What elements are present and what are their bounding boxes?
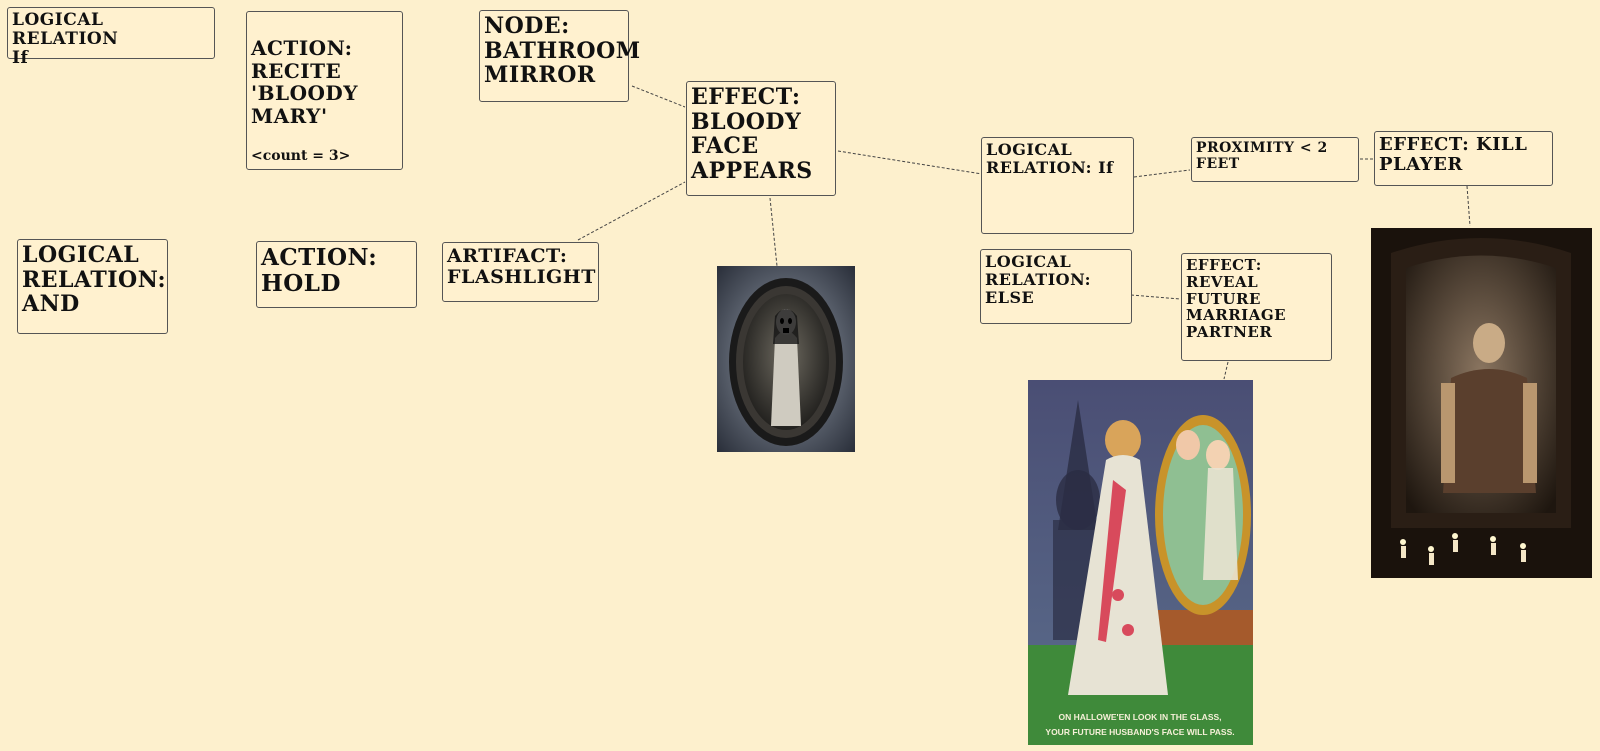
logical-relation-and[interactable]: LOGICAL RELATION: AND — [17, 239, 168, 334]
logical-relation-else[interactable]: LOGICAL RELATION: ELSE — [980, 249, 1132, 324]
effect-bloody-face-appears[interactable]: EFFECT: BLOODY FACE APPEARS — [686, 81, 836, 196]
postcard-caption-line2: YOUR FUTURE HUSBAND'S FACE WILL PASS. — [1045, 727, 1234, 737]
link-effect-if — [837, 150, 983, 175]
link-if-proximity — [1133, 169, 1191, 178]
proximity-condition[interactable]: PROXIMITY < 2 FEET — [1191, 137, 1359, 182]
action-hold[interactable]: ACTION: HOLD — [256, 241, 417, 308]
postcard-illustration: ON HALLOWE'EN LOOK IN THE GLASS, YOUR FU… — [1028, 380, 1253, 745]
link-mirror-effect — [631, 85, 686, 108]
effect-kill-player[interactable]: EFFECT: KILL PLAYER — [1374, 131, 1553, 186]
artifact-flashlight[interactable]: ARTIFACT: FLASHLIGHT — [442, 242, 599, 302]
link-effect-ghostimage — [769, 197, 778, 267]
link-reveal-postcard — [1223, 361, 1229, 380]
node-bathroom-mirror[interactable]: NODE: BATHROOM MIRROR — [479, 10, 640, 102]
effect-reveal-future-partner[interactable]: EFFECT: REVEAL FUTURE MARRIAGE PARTNER — [1181, 253, 1332, 361]
postcard-caption-line1: ON HALLOWE'EN LOOK IN THE GLASS, — [1058, 712, 1221, 722]
action-recite-count: <count = 3> — [251, 148, 351, 165]
logical-relation-if-right[interactable]: LOGICAL RELATION: If — [981, 137, 1134, 234]
action-recite-bloody-mary[interactable]: ACTION: RECITE 'BLOODY MARY' <count = 3> — [246, 11, 403, 170]
man-mirror-photo — [1371, 228, 1592, 578]
man-mirror-illustration — [1371, 228, 1592, 578]
action-recite-label: ACTION: RECITE 'BLOODY MARY' — [251, 36, 359, 128]
logical-relation-if-top[interactable]: LOGICAL RELATION If — [7, 7, 215, 68]
ghost-mirror-image — [717, 266, 855, 452]
link-else-reveal — [1130, 294, 1181, 300]
halloween-postcard-image: ON HALLOWE'EN LOOK IN THE GLASS, YOUR FU… — [1028, 380, 1253, 745]
ghost-mirror-illustration — [717, 266, 855, 452]
link-kill-image — [1466, 185, 1471, 227]
link-flashlight-effect — [577, 181, 686, 241]
